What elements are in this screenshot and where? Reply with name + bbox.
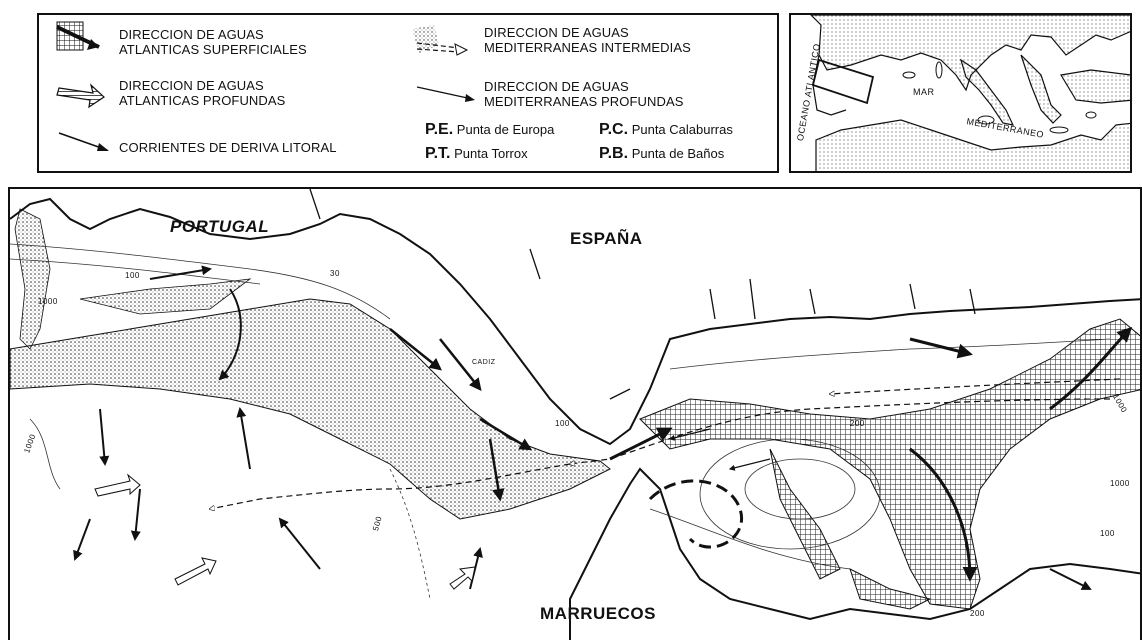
med-intermediate-symbol [412, 25, 469, 56]
inset-study-area [811, 58, 875, 105]
atlantic-deep-symbol [56, 83, 105, 109]
depth-label: 200 [970, 609, 985, 618]
legend-abbr-pb: P.B. Punta de Baños [599, 145, 725, 162]
inset-africa-coast [815, 119, 1130, 171]
iberian-coast [10, 197, 1140, 446]
legend-med-deep: DIRECCION DE AGUAS MEDITERRANEAS PROFUND… [484, 79, 684, 109]
inset-map-drawing [810, 15, 1130, 171]
depth-label: 30 [330, 269, 340, 278]
label-marruecos: MARRUECOS [540, 604, 656, 623]
depth-label: 200 [850, 419, 865, 428]
atlantic-deep-arrows [94, 473, 476, 590]
med-deep-symbol [416, 86, 475, 102]
legend-symbols [56, 21, 475, 151]
depth-label: 100 [555, 419, 570, 428]
med-outflow-band [10, 298, 611, 520]
depth-label: 1000 [1110, 479, 1130, 488]
littoral-drift-symbol [58, 132, 109, 151]
moroccan-coast [569, 467, 1140, 640]
inset-italy [959, 58, 1015, 126]
label-espana: ESPAÑA [570, 229, 643, 248]
legend-atlantic-surface: DIRECCION DE AGUAS ATLANTICAS SUPERFICIA… [119, 27, 307, 57]
inset-balkans [1020, 54, 1062, 124]
depth-label: 1000 [38, 297, 58, 306]
inset-turkey [1060, 69, 1130, 104]
atlantic-surface-arrows [609, 427, 673, 461]
main-map: PORTUGAL ESPAÑA MARRUECOS CADIZ 100 30 1… [8, 187, 1142, 640]
inset-map: OCEANO ATLANTICO MAR MEDITERRANEO [789, 13, 1132, 173]
label-portugal: PORTUGAL [170, 217, 270, 236]
legend-abbr-pe: P.E. Punta de Europa [425, 121, 555, 138]
inset-europe-coast [810, 15, 1130, 92]
atlantic-surface-band [639, 318, 1140, 610]
depth-label: 100 [1100, 529, 1115, 538]
inset-mar-label: MAR [913, 87, 935, 97]
legend-med-intermediate: DIRECCION DE AGUAS MEDITERRANEAS INTERME… [484, 25, 691, 55]
legend-atlantic-deep: DIRECCION DE AGUAS ATLANTICAS PROFUNDAS [119, 78, 286, 108]
legend-abbr-pt: P.T. Punta Torrox [425, 145, 528, 162]
legend-box: DIRECCION DE AGUAS ATLANTICAS SUPERFICIA… [37, 13, 779, 173]
rivers [309, 189, 976, 400]
main-map-drawing [10, 189, 1140, 640]
legend-littoral-drift: CORRIENTES DE DERIVA LITORAL [119, 140, 337, 155]
atlantic-surface-symbol [56, 21, 100, 51]
legend-abbr-pc: P.C. Punta Calaburras [599, 121, 733, 138]
depth-label: 100 [125, 271, 140, 280]
label-cadiz: CADIZ [472, 359, 496, 366]
